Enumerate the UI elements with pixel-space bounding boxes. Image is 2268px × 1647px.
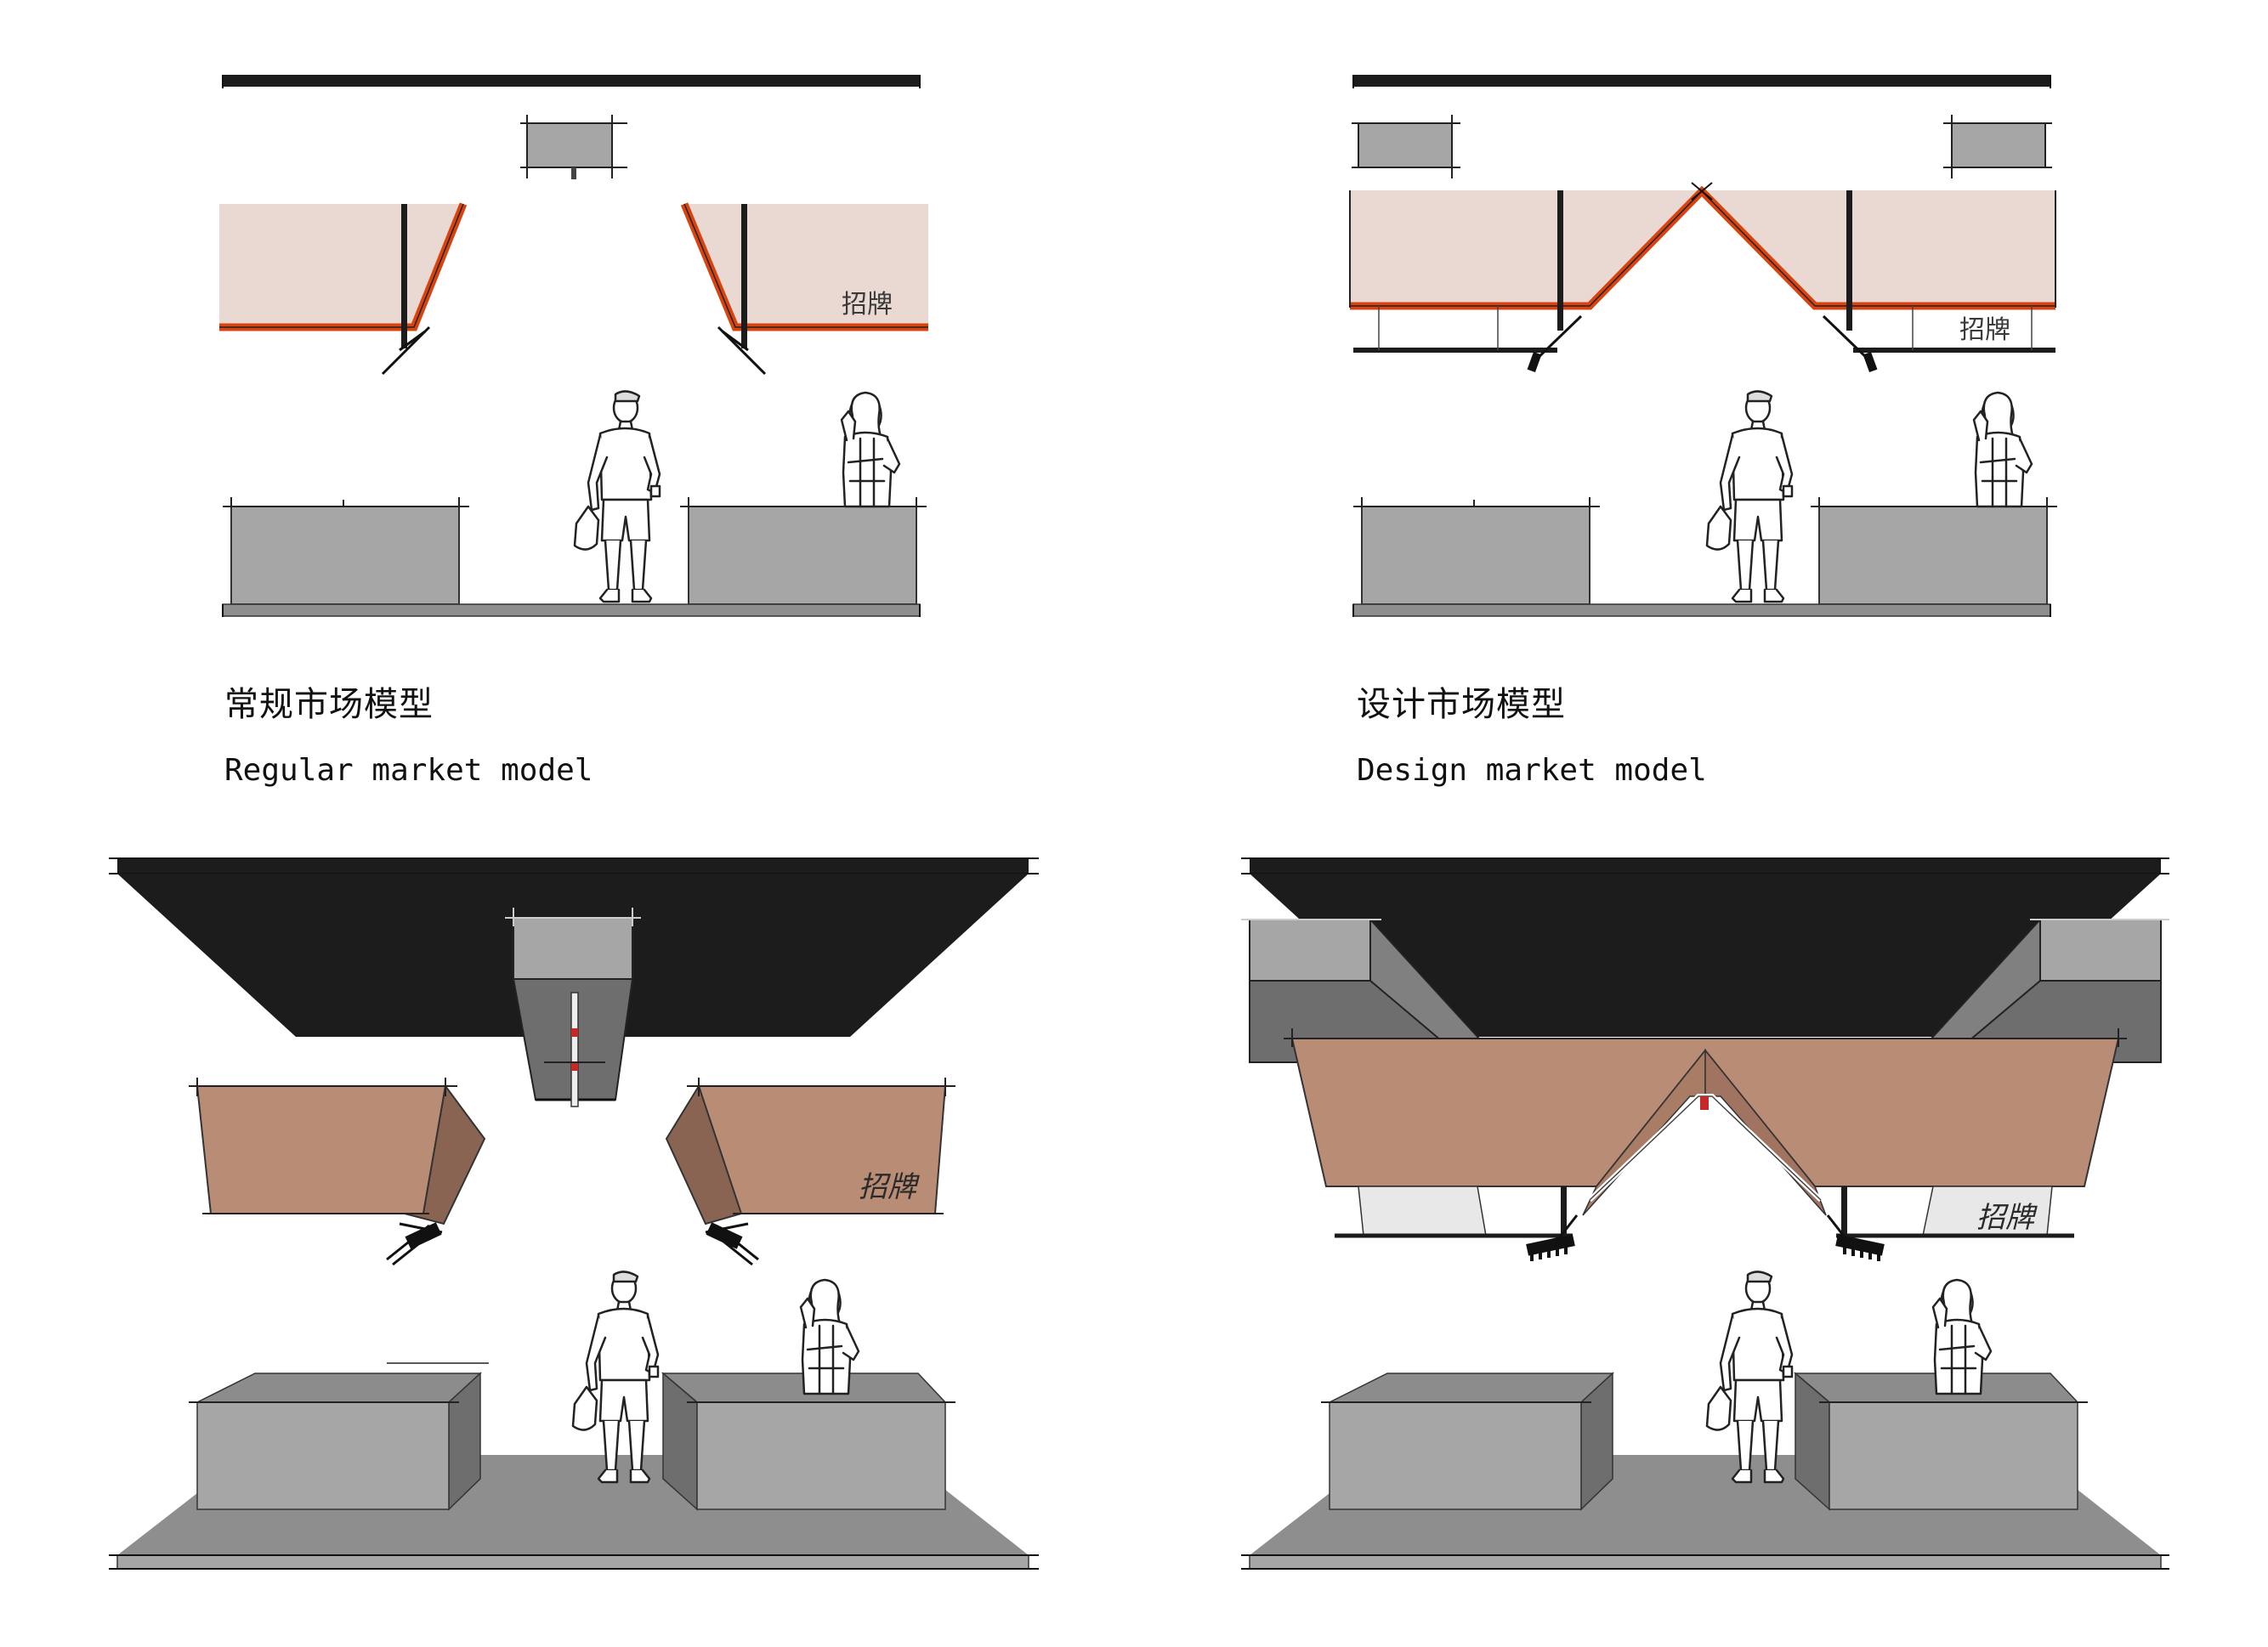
light-box-left-front: [1249, 919, 1371, 982]
counter-left: [230, 506, 460, 605]
floor-strip: [1352, 603, 2051, 617]
design-isometric-view: 招牌: [1241, 857, 2169, 1570]
sign-label-design-iso: 招牌: [1976, 1201, 2038, 1235]
signboard-left-side: [404, 1084, 486, 1225]
signboard-right-side: [665, 1084, 743, 1225]
regular-isometric-view: 招牌: [109, 857, 1039, 1570]
caption-design-en: Design market model: [1357, 753, 1707, 788]
counter-right: [1829, 1401, 2078, 1510]
signboard-left: [219, 204, 463, 327]
signboard-left: [196, 1085, 447, 1214]
counter-right: [688, 506, 917, 605]
design-plan-view: 招牌: [1349, 75, 2057, 617]
counter-left: [1329, 1401, 1582, 1510]
light-box-left: [1358, 122, 1453, 168]
counter-right: [1818, 506, 2048, 605]
person-woman: [1931, 1278, 1993, 1395]
person-man: [573, 390, 661, 603]
caption-design-zh: 设计市场模型: [1357, 685, 1566, 724]
light-box: [526, 122, 613, 168]
sign-label-regular-iso: 招牌: [859, 1170, 920, 1204]
ceiling-bar: [1353, 75, 2050, 87]
floor-strip: [222, 603, 921, 617]
light-box-right: [1951, 122, 2046, 168]
person-woman: [1972, 391, 2033, 508]
person-man: [571, 1271, 660, 1484]
light-column-top: [513, 917, 633, 980]
light-box-right-front: [2039, 919, 2162, 982]
regular-plan-view: 招牌: [219, 75, 928, 617]
counter-left: [196, 1401, 450, 1510]
person-man: [1705, 1271, 1794, 1484]
person-woman: [840, 391, 901, 508]
sign-label-design-plan: 招牌: [1959, 315, 2010, 345]
person-woman: [799, 1278, 860, 1395]
caption-regular-zh: 常规市场模型: [224, 685, 434, 724]
sign-label-regular-plan: 招牌: [842, 290, 893, 320]
ceiling-slab: [1250, 874, 2161, 1037]
signboard-v: [1350, 190, 2055, 306]
counter-left: [1361, 506, 1590, 605]
caption-regular-en: Regular market model: [224, 753, 593, 788]
person-man: [1705, 390, 1794, 603]
counter-right: [696, 1401, 946, 1510]
ceiling-bar: [223, 75, 920, 87]
